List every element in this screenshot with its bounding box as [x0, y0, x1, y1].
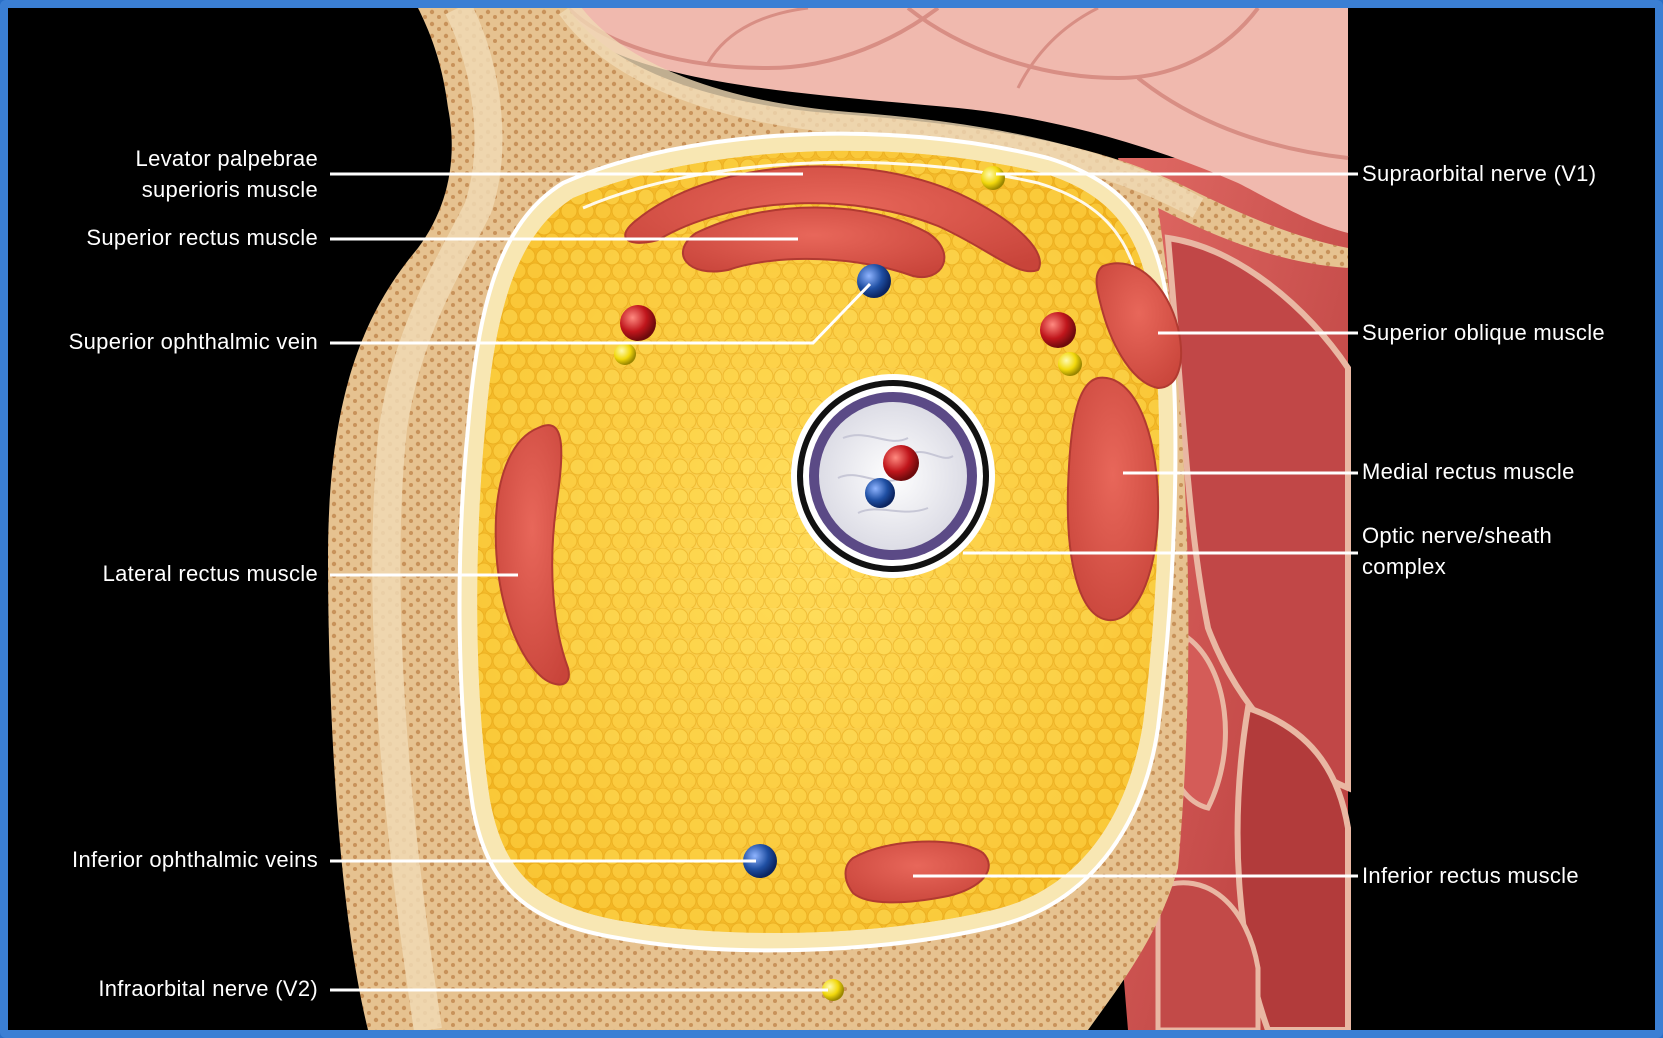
lateral-artery-dot — [620, 305, 656, 341]
lateral-nerve-dot — [614, 343, 636, 365]
medial-nerve-dot — [1058, 352, 1082, 376]
label-inferior-rectus: Inferior rectus muscle — [1362, 860, 1647, 891]
label-superior-rectus: Superior rectus muscle — [28, 222, 318, 253]
label-levator-palpebrae: Levator palpebrae superioris muscle — [68, 143, 318, 205]
label-superior-ophthalmic-vein: Superior ophthalmic vein — [18, 326, 318, 357]
optic-nerve-sheath — [791, 374, 995, 578]
label-infraorbital-nerve: Infraorbital nerve (V2) — [28, 973, 318, 1004]
label-medial-rectus: Medial rectus muscle — [1362, 456, 1647, 487]
label-inferior-ophthalmic-veins: Inferior ophthalmic veins — [18, 844, 318, 875]
label-superior-oblique: Superior oblique muscle — [1362, 317, 1647, 348]
central-retinal-vein — [865, 478, 895, 508]
label-optic-nerve-sheath: Optic nerve/sheath complex — [1362, 520, 1647, 582]
supraorbital-nerve-dot — [981, 166, 1005, 190]
label-supraorbital-nerve: Supraorbital nerve (V1) — [1362, 158, 1647, 189]
diagram-frame: Levator palpebrae superioris muscle Supe… — [8, 8, 1655, 1030]
medial-artery-dot — [1040, 312, 1076, 348]
label-lateral-rectus: Lateral rectus muscle — [28, 558, 318, 589]
central-retinal-artery — [883, 445, 919, 481]
